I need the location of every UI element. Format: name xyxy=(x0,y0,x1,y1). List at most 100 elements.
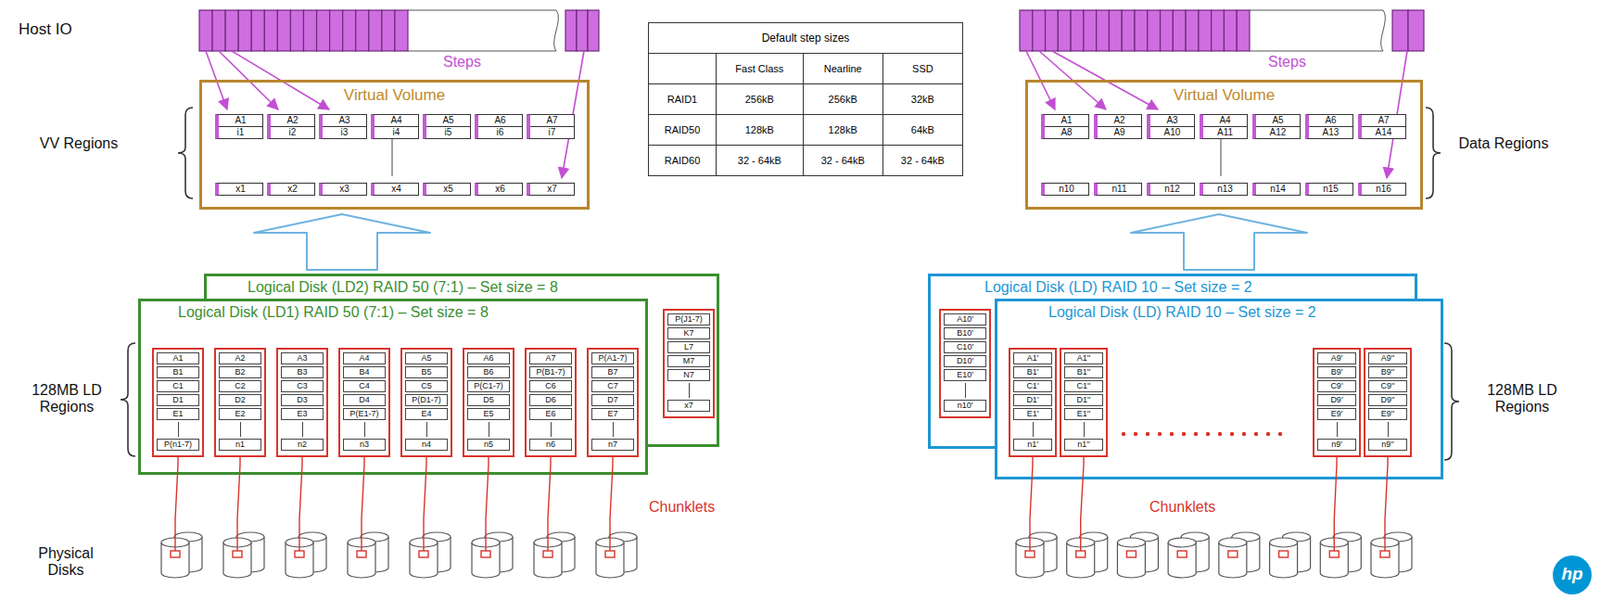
region-label: A9'' xyxy=(1368,352,1408,365)
table-cell: RAID60 xyxy=(648,145,717,177)
region-label: P(n1-7) xyxy=(156,438,200,451)
chunklet-line xyxy=(1333,457,1337,551)
chunklet-column: A5B5C5P(D1-7)E4n4 xyxy=(400,347,453,458)
region-label: A14 xyxy=(1361,126,1406,139)
region-cell: x4 xyxy=(370,182,420,196)
region-label: A10 xyxy=(1150,126,1194,139)
io-block xyxy=(1070,10,1084,51)
region-label: i6 xyxy=(478,126,522,139)
table-cell: 32 - 64kB xyxy=(882,145,963,177)
region-label: D9' xyxy=(1317,393,1357,407)
ellipsis-dot xyxy=(1218,431,1222,436)
region-gap-line xyxy=(342,421,386,437)
table-cell: RAID1 xyxy=(648,84,717,115)
io-block xyxy=(1211,10,1225,51)
disk-symbol xyxy=(409,537,438,578)
region-label: x2 xyxy=(270,183,315,195)
io-block xyxy=(251,10,265,51)
io-block xyxy=(1185,10,1199,51)
region-cell: n11 xyxy=(1093,182,1143,196)
region-cell: A7A14 xyxy=(1358,114,1407,140)
region-label: n1'' xyxy=(1064,438,1104,451)
table-text: 128kB xyxy=(745,124,775,136)
table-cell: Default step sizes xyxy=(648,23,964,54)
io-block xyxy=(1108,10,1122,51)
region-label: D2 xyxy=(218,393,262,407)
io-block xyxy=(368,10,382,51)
disk-symbol xyxy=(1168,537,1196,578)
region-label: D7 xyxy=(591,393,635,407)
region-label: A7 xyxy=(529,352,572,365)
region-label: D5 xyxy=(467,393,510,407)
region-label: C6 xyxy=(529,380,572,393)
region-label: B4 xyxy=(342,366,386,379)
table-text: SSD xyxy=(912,63,934,75)
table-text: RAID1 xyxy=(667,93,698,105)
region-label: C9' xyxy=(1317,380,1357,393)
disk-symbol xyxy=(223,537,252,578)
region-label: n4 xyxy=(405,438,448,451)
chunklet-column: P(A1-7)B7C7D7E7n7 xyxy=(586,347,639,458)
region-cell: x2 xyxy=(266,182,316,196)
region-label: E1'' xyxy=(1064,407,1104,420)
annotation: Chunklets xyxy=(1149,498,1216,516)
region-gap-line xyxy=(280,421,324,437)
region-cell: x3 xyxy=(318,182,368,196)
region-label: E7 xyxy=(591,407,635,420)
box-title: Logical Disk (LD1) RAID 50 (7:1) – Set s… xyxy=(177,304,489,321)
region-label: n16 xyxy=(1361,183,1406,195)
table-cell: 128kB xyxy=(716,114,804,146)
annotation: Steps xyxy=(1268,53,1307,71)
table-text: RAID50 xyxy=(664,124,701,136)
io-block xyxy=(342,10,356,51)
region-gap-line xyxy=(1317,421,1357,437)
table-text: 32 - 64kB xyxy=(901,154,945,166)
ellipsis-dot xyxy=(1193,431,1198,436)
brace xyxy=(177,107,193,199)
region-label: A1 xyxy=(1044,114,1089,127)
ellipsis-dot xyxy=(1157,431,1162,436)
io-block xyxy=(576,10,588,51)
region-label: n1 xyxy=(218,438,262,451)
region-label: B5 xyxy=(405,366,448,379)
region-cell: x6 xyxy=(474,182,523,196)
chunklet-column: A2B2C2D2E2n1 xyxy=(214,347,267,458)
hollow-arrow xyxy=(253,214,431,270)
region-label: C5 xyxy=(405,380,448,393)
io-block xyxy=(1198,10,1212,51)
io-block xyxy=(1019,10,1033,51)
region-cell: A3A10 xyxy=(1146,114,1195,140)
chunklet-line xyxy=(299,457,303,551)
table-text: Default step sizes xyxy=(761,31,851,45)
table-cell: 32 - 64kB xyxy=(802,145,883,177)
io-gap xyxy=(1249,10,1385,51)
region-cell: A3i3 xyxy=(318,114,368,140)
region-cell: A5i5 xyxy=(422,114,471,140)
table-text: Fast Class xyxy=(735,63,784,75)
region-label: A8 xyxy=(1044,126,1089,139)
table-row: RAID50128kB128kB64kB xyxy=(648,114,964,146)
brace xyxy=(1444,342,1460,460)
region-cell: n12 xyxy=(1146,182,1195,196)
region-label: A5 xyxy=(405,352,448,365)
chunklet-column: A4B4C4D4P(E1-7)n3 xyxy=(338,347,391,458)
region-label: D1' xyxy=(1013,393,1053,407)
region-label: A5 xyxy=(426,114,470,127)
table-row: RAID6032 - 64kB32 - 64kB32 - 64kB xyxy=(648,145,964,177)
ellipsis-dot xyxy=(1266,431,1270,436)
region-label: x4 xyxy=(374,183,419,195)
ellipsis-dot xyxy=(1230,431,1234,436)
brace xyxy=(120,342,136,457)
region-label: B10' xyxy=(943,327,987,340)
region-label: K7 xyxy=(667,327,711,340)
region-label: B7 xyxy=(591,366,635,379)
disk-symbol xyxy=(471,537,500,578)
region-label: i1 xyxy=(218,126,263,139)
region-label: B2 xyxy=(218,366,262,379)
chunklet-line xyxy=(1384,457,1388,551)
virtual-volume: Virtual VolumeA1i1A2i2A3i3A4i4A5i5A6i6A7… xyxy=(199,79,590,210)
io-block xyxy=(1236,10,1250,51)
region-label: A9' xyxy=(1317,352,1357,365)
region-label: A6 xyxy=(1308,114,1353,127)
chunklet-line xyxy=(609,457,613,551)
